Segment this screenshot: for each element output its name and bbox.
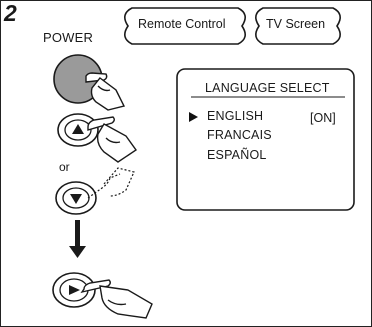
power-label: POWER [43,30,94,45]
remote-control-tag: Remote Control [138,17,226,31]
menu-item-english: ENGLISH [207,109,264,123]
down-arrow-button-icon [55,181,97,215]
tv-screen-tag-outline [255,7,341,45]
pointing-hand-icon [85,72,126,111]
pointing-hand-icon [87,116,137,163]
selection-triangle-icon [189,112,198,122]
or-label: or [59,160,70,174]
step-number: 2 [4,0,17,26]
down-arrow-icon [69,220,86,258]
tv-screen-box [176,68,355,211]
pointing-hand-icon [80,279,153,319]
tv-screen-tag: TV Screen [266,17,326,31]
menu-item-francais: FRANCAIS [207,128,272,142]
remote-control-tag-outline [124,7,246,45]
up-arrow-button-icon [57,113,99,147]
menu-item-espanol: ESPAÑOL [207,148,267,162]
menu-item-english-status: [ON] [310,111,336,125]
language-select-title: LANGUAGE SELECT [205,81,330,95]
pointing-hand-icon [87,167,135,199]
